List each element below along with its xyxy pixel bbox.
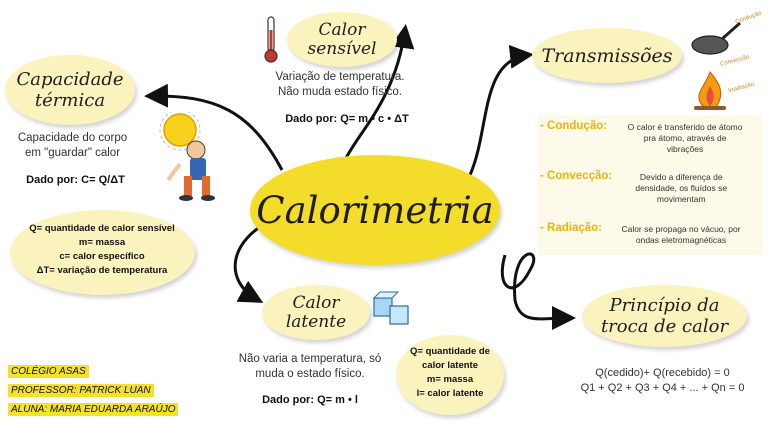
capacidade-title-2: térmica (34, 90, 106, 111)
principio-equations: Q(cedido)+ Q(recebido) = 0 Q1 + Q2 + Q3 … (560, 366, 765, 396)
transmissao-item-conducao: - Condução: O calor é transferido de áto… (540, 120, 743, 154)
transmissoes-title: Transmissões (541, 44, 673, 67)
def-latente-0: Q= quantidade de (410, 346, 490, 357)
capacidade-node: Capacidade térmica (5, 55, 135, 125)
credit-student: ALUNA: MARIA EDUARDA ARAÚJO (8, 403, 179, 416)
calor-latente-formula: Dado por: Q= m • l (262, 394, 358, 406)
credits: COLÉGIO ASAS PROFESSOR: PATRICK LUAN ALU… (8, 361, 179, 418)
calor-sensivel-node: Calor sensível (287, 12, 397, 67)
capacidade-title-1: Capacidade (16, 69, 124, 90)
fire-icon (690, 70, 730, 112)
transmissoes-node: Transmissões (532, 28, 682, 83)
definitions-sensivel-box (10, 210, 195, 295)
transmissao-item-radiacao: - Radiação: Calor se propaga no vácuo, p… (540, 222, 741, 245)
thermometer-icon (263, 16, 279, 64)
definitions-latente: Q= quantidade de calor latente m= massa … (396, 345, 504, 401)
principio-eq1: Q(cedido)+ Q(recebido) = 0 (595, 367, 730, 379)
calor-latente-title-1: Calor (292, 292, 340, 313)
calor-latente-node: Calor latente (262, 285, 370, 340)
def-sensivel-3: ΔT= variação de temperatura (36, 265, 168, 276)
principio-eq2: Q1 + Q2 + Q3 + Q4 + ... + Qn = 0 (580, 382, 745, 394)
calor-latente-title-2: latente (285, 311, 347, 332)
transmissao-item-conveccao: - Convecção: Devido a diferença de densi… (540, 170, 728, 204)
transmissoes-panel (538, 115, 763, 255)
hot-person-icon (150, 112, 230, 204)
def-sensivel-1: m= massa (78, 237, 126, 248)
calor-sensivel-title-2: sensível (307, 38, 377, 59)
calor-sensivel-title-1: Calor (318, 19, 366, 40)
calor-sensivel-desc: Variação de temperatura. Não muda estado… (275, 71, 405, 98)
definitions-sensivel: Q= quantidade de calor sensível m= massa… (12, 222, 192, 278)
calor-latente-desc: Não varia a temperatura, só muda o estad… (238, 353, 382, 380)
frying-pan-icon (688, 15, 743, 60)
principio-title-1: Princípio da (609, 295, 720, 316)
credit-teacher: PROFESSOR: PATRICK LUAN (8, 384, 154, 397)
principio-title-2: troca de calor (600, 316, 729, 337)
def-sensivel-0: Q= quantidade de calor sensível (29, 223, 175, 234)
central-node: Calorimetria (250, 155, 500, 265)
capacidade-desc: Capacidade do corpo em "guardar" calor (17, 132, 128, 159)
credit-school: COLÉGIO ASAS (8, 365, 89, 378)
definitions-latente-box (396, 335, 504, 415)
ice-cubes-icon (372, 290, 412, 328)
principio-node: Princípio da troca de calor (582, 285, 747, 347)
def-latente-3: l= calor latente (416, 388, 484, 399)
capacidade-formula: Dado por: C= Q/ΔT (26, 174, 125, 186)
calor-sensivel-formula: Dado por: Q= m • c • ΔT (285, 113, 409, 125)
def-latente-1: calor latente (422, 360, 478, 371)
def-sensivel-2: c= calor específico (59, 251, 145, 262)
def-latente-2: m= massa (426, 374, 474, 385)
central-title: Calorimetria (256, 188, 494, 232)
